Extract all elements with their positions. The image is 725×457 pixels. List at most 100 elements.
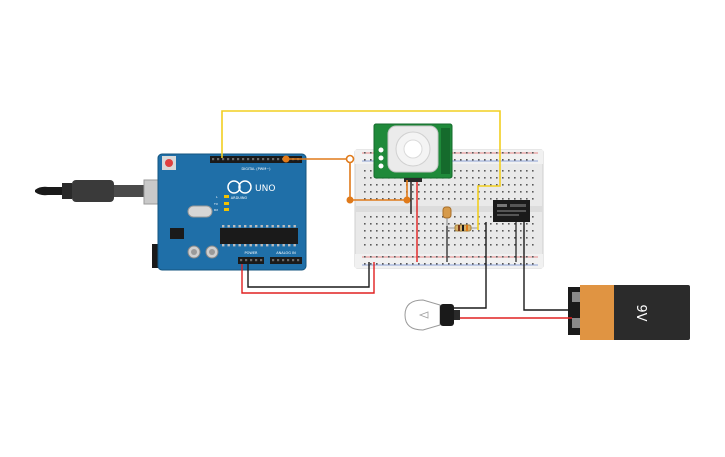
hole [466, 223, 468, 225]
hole [496, 177, 498, 179]
hole [382, 191, 384, 193]
hole [526, 177, 528, 179]
hole [502, 198, 504, 200]
usb-cable [35, 180, 144, 202]
hole [255, 259, 258, 262]
hole [466, 152, 468, 154]
wire-relay-battery[interactable] [523, 222, 572, 311]
hole [442, 191, 444, 193]
hole [370, 230, 372, 232]
hole [496, 230, 498, 232]
hole [436, 191, 438, 193]
hole [466, 256, 468, 258]
hole [478, 170, 480, 172]
hole [478, 184, 480, 186]
hole [376, 263, 378, 265]
hole [532, 191, 534, 193]
hole [400, 216, 402, 218]
hole [412, 198, 414, 200]
arduino-uno-board[interactable]: DIGITAL (PWM~) UNO ARDUINO L TX RX [35, 153, 307, 271]
analog-header[interactable] [270, 257, 302, 264]
hole [406, 216, 408, 218]
hole [370, 177, 372, 179]
hole [370, 198, 372, 200]
hole [514, 152, 516, 154]
hole [277, 158, 280, 161]
hole [448, 237, 450, 239]
wire-gnd[interactable] [247, 262, 370, 288]
hole [532, 230, 534, 232]
hole [293, 225, 296, 228]
pir-motion-sensor[interactable] [373, 123, 453, 182]
bulb-socket [440, 304, 454, 326]
hole [514, 170, 516, 172]
hole [412, 191, 414, 193]
hole [508, 170, 510, 172]
wire-5v[interactable] [241, 262, 375, 294]
hole [502, 256, 504, 258]
hole [484, 230, 486, 232]
hole [514, 198, 516, 200]
hole [484, 191, 486, 193]
crystal-oscillator [187, 205, 213, 218]
wire-signal[interactable] [221, 110, 501, 230]
digital-header-label: DIGITAL (PWM~) [241, 167, 271, 171]
hole [526, 256, 528, 258]
status-leds: L TX RX [213, 195, 229, 212]
hole [406, 223, 408, 225]
relay-module[interactable] [493, 200, 530, 222]
hole [376, 223, 378, 225]
hole [496, 263, 498, 265]
hole [364, 191, 366, 193]
hole [484, 237, 486, 239]
hole [418, 244, 420, 246]
hole [526, 184, 528, 186]
hole [406, 244, 408, 246]
hole [454, 256, 456, 258]
hole [484, 159, 486, 161]
hole [526, 244, 528, 246]
hole [502, 244, 504, 246]
resistor[interactable] [448, 224, 478, 232]
hole [406, 237, 408, 239]
hole [436, 198, 438, 200]
hole [442, 256, 444, 258]
hole [514, 177, 516, 179]
hole [266, 244, 269, 247]
hole [436, 256, 438, 258]
hole [520, 152, 522, 154]
wire-relay-bulb[interactable] [454, 222, 487, 309]
photoresistor[interactable] [442, 206, 452, 226]
hole [424, 191, 426, 193]
hole [526, 159, 528, 161]
hole [448, 191, 450, 193]
junction-point [403, 196, 411, 204]
light-bulb[interactable] [404, 299, 460, 331]
hole [442, 237, 444, 239]
hole [490, 216, 492, 218]
digital-header[interactable] [210, 156, 302, 163]
hole [424, 198, 426, 200]
hole [496, 191, 498, 193]
hole [430, 216, 432, 218]
hole [466, 184, 468, 186]
hole [514, 263, 516, 265]
hole [508, 237, 510, 239]
hole [514, 256, 516, 258]
hole [532, 152, 534, 154]
hole [442, 230, 444, 232]
reset-button-cap [165, 159, 173, 167]
hole [436, 223, 438, 225]
hole [255, 225, 258, 228]
wires [221, 110, 572, 319]
battery-9v[interactable]: 9V [568, 285, 690, 340]
hole [472, 263, 474, 265]
hole [514, 223, 516, 225]
hole [454, 263, 456, 265]
hole [472, 177, 474, 179]
hole [376, 198, 378, 200]
hole [364, 152, 366, 154]
hole [382, 244, 384, 246]
hole [249, 244, 252, 247]
hole [490, 223, 492, 225]
